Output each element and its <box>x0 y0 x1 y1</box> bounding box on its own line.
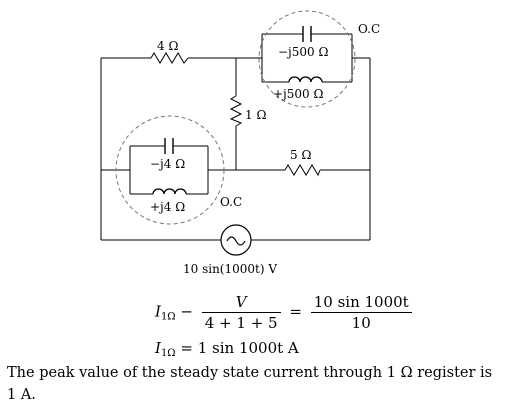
label-ind-left: +j4 Ω <box>150 200 185 214</box>
eq2-lhs-symbol: I <box>155 339 161 357</box>
resistor-4ohm <box>150 52 189 64</box>
label-source: 10 sin(1000t) V <box>183 262 277 276</box>
eq2-rhs: = 1 sin 1000t A <box>180 339 299 357</box>
ac-source-wave-icon <box>226 236 246 246</box>
oc-circle-top <box>258 10 356 108</box>
ac-source <box>220 224 252 256</box>
equation-current-divider: I1Ω − V 4 + 1 + 5 = 10 sin 1000t 10 <box>155 293 416 332</box>
label-ind-top: +j500 Ω <box>273 87 323 101</box>
label-cap-left: −j4 Ω <box>150 157 185 171</box>
eq1-fraction-1: V 4 + 1 + 5 <box>201 293 281 332</box>
eq1-frac2-numerator: 10 sin 1000t <box>310 293 412 313</box>
label-oc-top: O.C <box>358 22 380 36</box>
resistor-5ohm <box>284 164 321 177</box>
eq1-lhs-sub: 1Ω <box>160 311 176 323</box>
eq1-frac2-denominator: 10 <box>351 314 371 332</box>
label-r-right: 5 Ω <box>290 148 311 162</box>
inductor-top <box>288 76 323 83</box>
label-r-mid: 1 Ω <box>245 108 266 122</box>
eq1-lhs-symbol: I <box>155 302 161 321</box>
eq1-op2: = <box>289 302 302 321</box>
eq1-frac1-numerator: V <box>201 293 281 313</box>
equation-current-result: I1Ω = 1 sin 1000t A <box>155 339 299 359</box>
eq1-frac1-denominator: 4 + 1 + 5 <box>204 314 278 332</box>
conclusion-text: The peak value of the steady state curre… <box>7 365 493 403</box>
label-r-top: 4 Ω <box>157 39 178 53</box>
circuit-diagram: 4 Ω 1 Ω 5 Ω −j500 Ω +j500 Ω −j4 Ω +j4 Ω … <box>100 10 380 276</box>
label-oc-left: O.C <box>220 195 242 209</box>
eq2-lhs-sub: 1Ω <box>160 348 176 359</box>
inductor-left <box>152 188 187 195</box>
eq1-op1: − <box>180 302 193 321</box>
label-cap-top: −j500 Ω <box>278 45 328 59</box>
oc-circle-left <box>115 115 225 225</box>
eq1-fraction-2: 10 sin 1000t 10 <box>310 293 412 332</box>
resistor-1ohm <box>229 95 243 127</box>
